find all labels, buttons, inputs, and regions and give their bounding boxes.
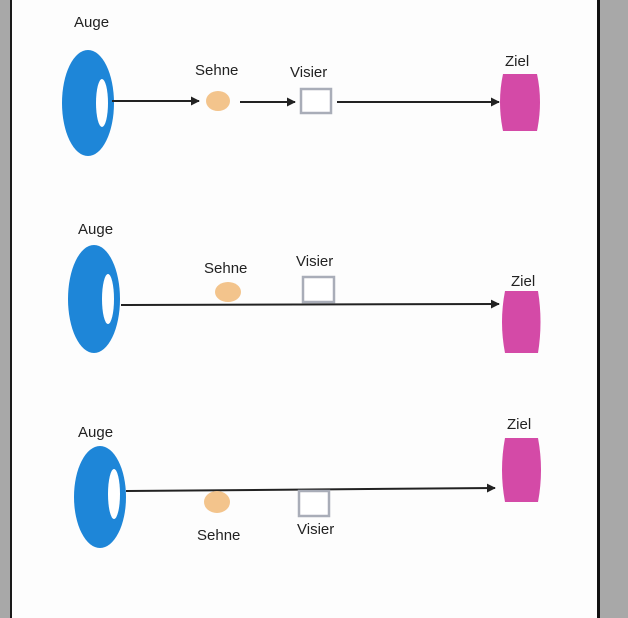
eye-icon xyxy=(68,245,120,353)
bowstring-icon xyxy=(206,91,230,111)
page-edge-left xyxy=(10,0,12,618)
bowstring-label: Sehne xyxy=(195,62,238,79)
sight-icon xyxy=(297,489,331,518)
sight-icon xyxy=(299,87,333,115)
sight-label: Visier xyxy=(290,64,327,81)
target-icon xyxy=(500,74,540,131)
bowstring-label: Sehne xyxy=(197,527,240,544)
sight-label: Visier xyxy=(297,521,334,538)
sightline-arrow xyxy=(120,299,500,309)
eye-icon xyxy=(74,446,126,548)
bowstring-icon xyxy=(204,491,230,513)
panel-2: Auge Sehne Visier Ziel xyxy=(68,221,541,353)
sightline-arrow xyxy=(125,483,496,493)
eye-label: Auge xyxy=(78,424,113,441)
eye-icon xyxy=(62,50,114,156)
target-icon xyxy=(502,291,541,353)
sight-label: Visier xyxy=(296,253,333,270)
target-label: Ziel xyxy=(505,53,529,70)
eye-label: Auge xyxy=(74,14,109,31)
target-icon xyxy=(502,438,541,502)
eye-label: Auge xyxy=(78,221,113,238)
target-label: Ziel xyxy=(507,416,531,433)
target-label: Ziel xyxy=(511,273,535,290)
bowstring-icon xyxy=(215,282,241,302)
page-edge-right xyxy=(597,0,600,618)
sight-icon xyxy=(301,275,336,304)
panel-1: Auge Sehne Visier Ziel xyxy=(62,14,540,156)
panel-3: Auge Sehne Visier Ziel xyxy=(74,416,541,548)
bowstring-label: Sehne xyxy=(204,260,247,277)
